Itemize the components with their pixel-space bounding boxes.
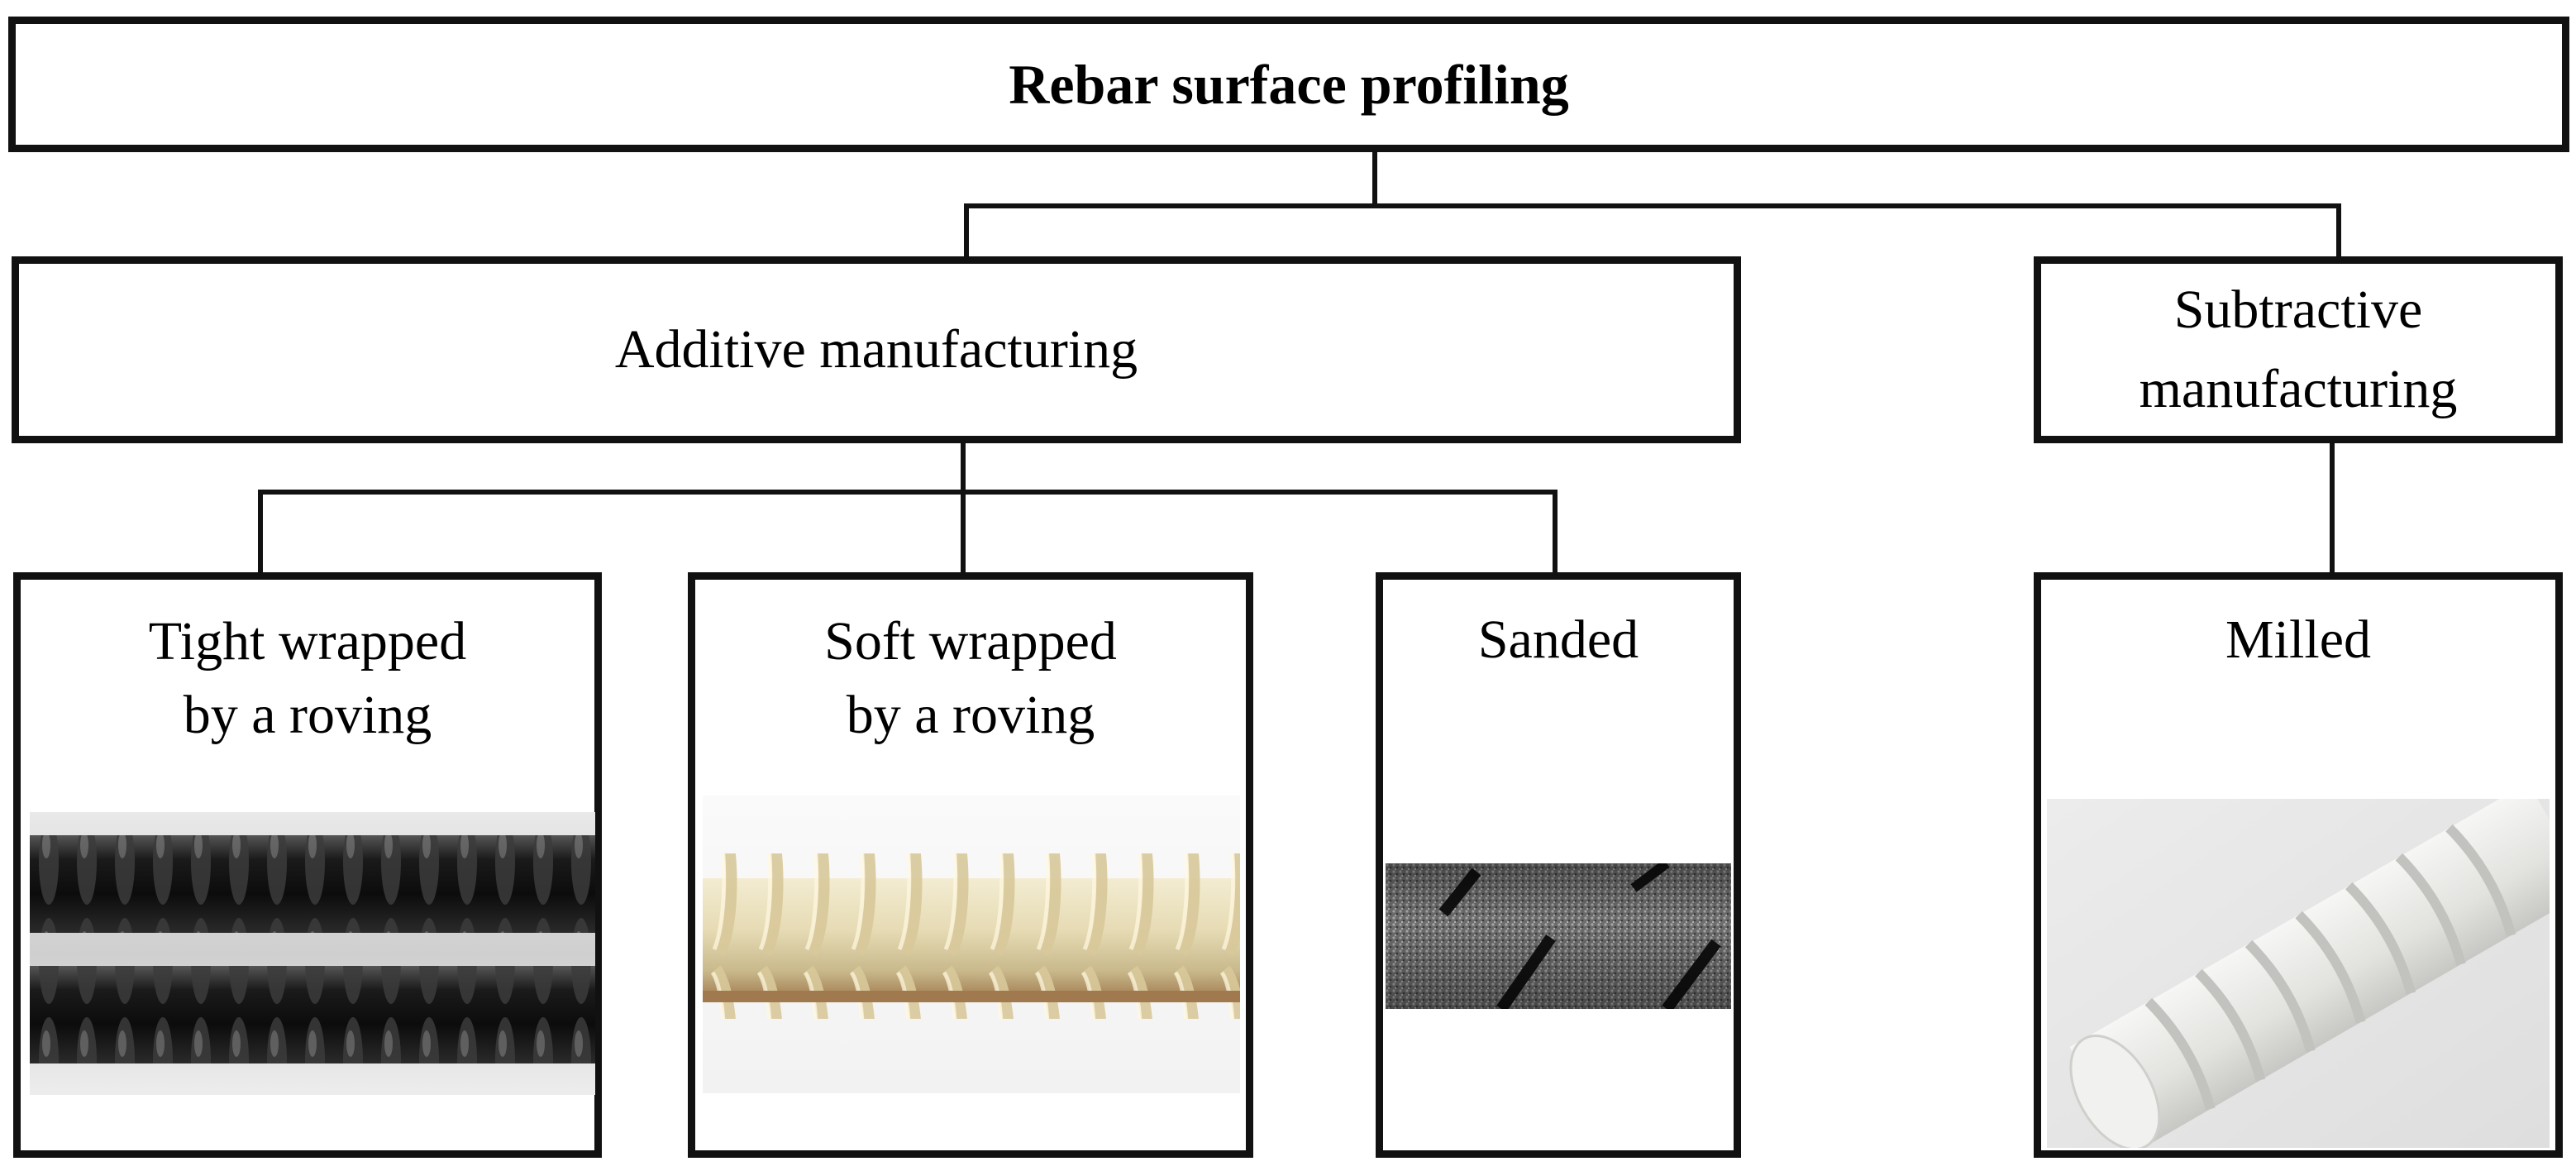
milled-rebar-image: [2047, 799, 2550, 1148]
sanded-rebar-image: [1386, 863, 1731, 1009]
tight-wrapped-rebar-image: [30, 812, 595, 1095]
root-box: Rebar surface profiling: [8, 17, 2569, 152]
sanded-label: Sanded: [1477, 609, 1639, 670]
additive-label: Additive manufacturing: [614, 319, 1138, 380]
connector-additive-down: [961, 438, 966, 495]
connector-root-down: [1372, 149, 1377, 208]
subtractive-box: Subtractive manufacturing: [2034, 256, 2563, 443]
milled-label: Milled: [2225, 609, 2371, 670]
connector-to-subtractive: [2336, 203, 2341, 260]
connector-root-horizontal: [964, 203, 2341, 208]
soft-wrapped-label: Soft wrapped by a roving: [824, 611, 1117, 746]
connector-to-soft: [961, 490, 966, 577]
root-label: Rebar surface profiling: [1009, 52, 1569, 116]
connector-to-additive: [964, 203, 969, 260]
tight-wrapped-label: Tight wrapped by a roving: [148, 611, 467, 746]
additive-box: Additive manufacturing: [12, 256, 1741, 443]
connector-subtractive-down: [2330, 438, 2335, 577]
subtractive-label: Subtractive manufacturing: [2139, 280, 2458, 419]
connector-additive-horizontal: [258, 490, 1558, 495]
connector-to-sanded: [1553, 490, 1558, 577]
connector-to-tight: [258, 490, 263, 577]
soft-wrapped-rebar-image: [703, 796, 1240, 1093]
